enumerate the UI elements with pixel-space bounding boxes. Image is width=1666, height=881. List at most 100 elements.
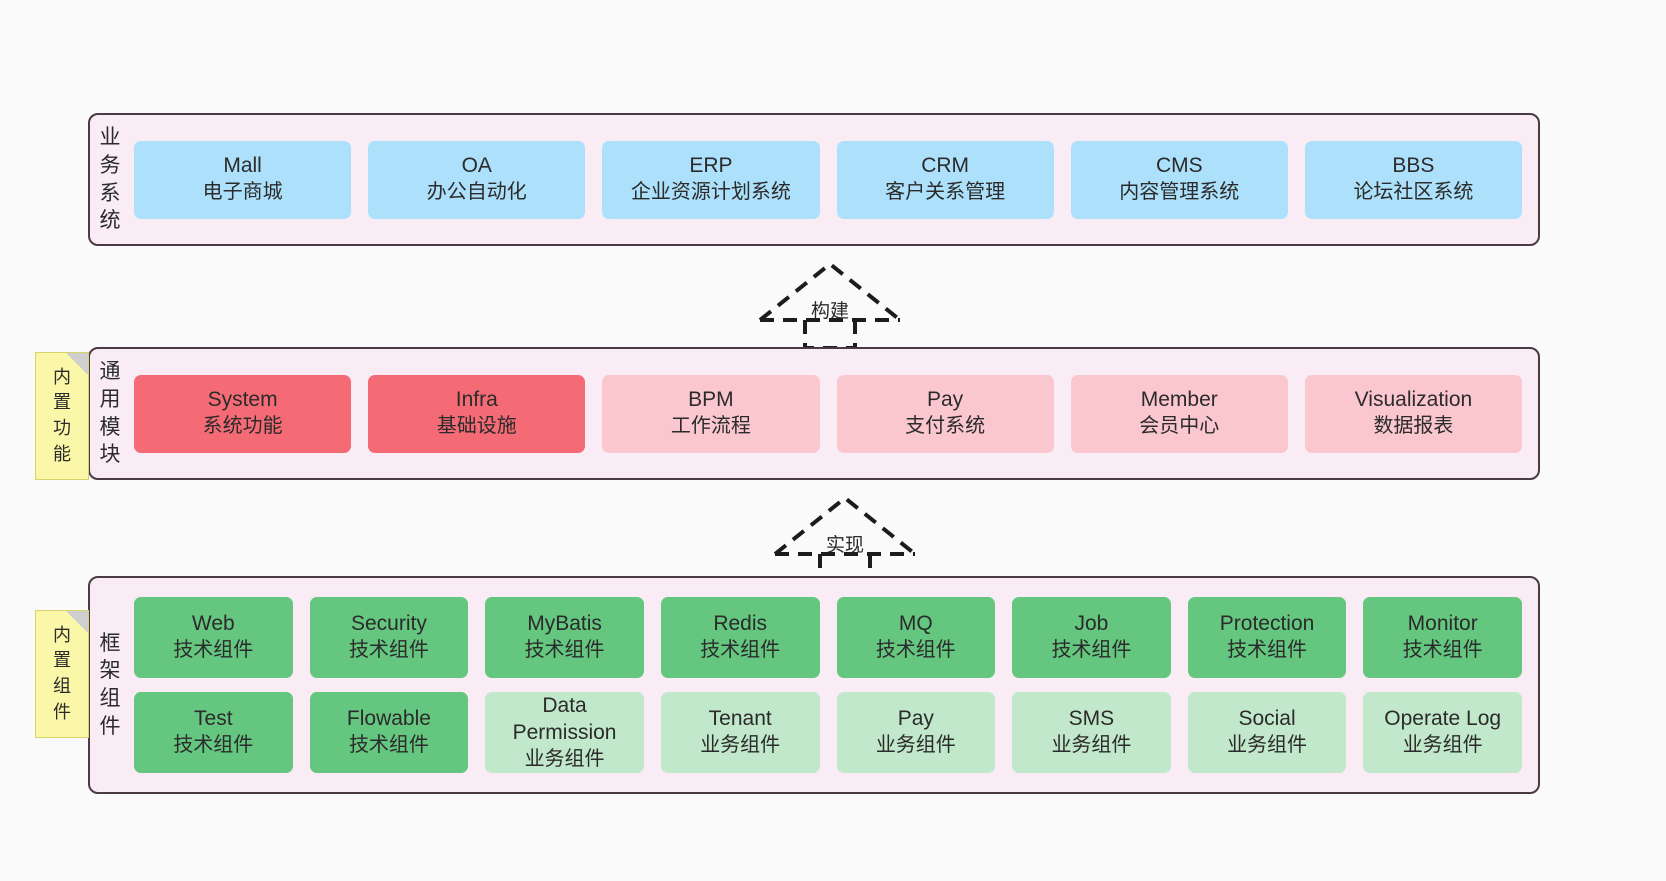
component-name: Job xyxy=(1074,612,1109,636)
component-name: Tenant xyxy=(708,707,772,731)
component-box-social[interactable]: Social 业务组件 xyxy=(1187,692,1347,773)
layer-caption-char: 务 xyxy=(99,153,121,177)
component-box-member[interactable]: Member 会员中心 xyxy=(1070,374,1288,453)
layer-caption-common: 通用模块 xyxy=(90,358,130,469)
component-desc: 支付系统 xyxy=(905,415,986,438)
component-box-security[interactable]: Security 技术组件 xyxy=(309,597,469,678)
layer-caption-char: 组 xyxy=(99,687,121,710)
component-desc: 系统功能 xyxy=(202,415,283,438)
component-name: MyBatis xyxy=(527,612,602,636)
component-desc: 业务组件 xyxy=(1402,734,1483,757)
component-name: Operate Log xyxy=(1384,707,1502,731)
layer-caption-char: 框 xyxy=(99,631,121,655)
component-name: Pay xyxy=(897,707,934,731)
component-desc: 企业资源计划系统 xyxy=(630,181,791,204)
component-desc: 业务组件 xyxy=(1051,734,1132,757)
component-desc: 会员中心 xyxy=(1139,415,1220,438)
layer-caption-char: 架 xyxy=(99,659,121,683)
component-cell: SMS 业务组件 xyxy=(1012,692,1171,773)
component-name: Security xyxy=(351,612,427,636)
note-char: 组 xyxy=(53,676,71,696)
component-desc: 技术组件 xyxy=(348,639,429,662)
component-name: Visualization xyxy=(1354,388,1473,412)
component-cell: Visualization 数据报表 xyxy=(1304,374,1523,453)
layer-caption-char: 件 xyxy=(99,714,121,738)
component-name: Member xyxy=(1140,388,1218,412)
component-name: CMS xyxy=(1155,154,1203,178)
note-char: 置 xyxy=(53,392,71,413)
component-name: Redis xyxy=(713,612,768,636)
component-box-pay[interactable]: Pay 业务组件 xyxy=(836,692,996,773)
component-name: Social xyxy=(1238,707,1296,731)
component-box-job[interactable]: Job 技术组件 xyxy=(1012,597,1171,678)
component-name: Monitor xyxy=(1407,612,1478,636)
uml-arrow-build: 构建 xyxy=(755,258,905,350)
component-box-operate-log[interactable]: Operate Log 业务组件 xyxy=(1363,692,1522,773)
component-box-visualization[interactable]: Visualization 数据报表 xyxy=(1304,374,1523,453)
component-cell: Security 技术组件 xyxy=(309,597,469,678)
note-char: 能 xyxy=(53,443,71,464)
layer-caption-char: 系 xyxy=(99,181,121,205)
component-cell: Operate Log 业务组件 xyxy=(1363,692,1522,773)
component-name: SMS xyxy=(1068,707,1115,731)
component-name: BPM xyxy=(688,388,734,412)
component-name: Data Permission xyxy=(512,693,617,744)
component-name: Web xyxy=(191,612,235,636)
note-fold-icon xyxy=(66,611,88,633)
component-desc: 业务组件 xyxy=(1227,734,1308,757)
component-desc: 技术组件 xyxy=(1051,639,1132,662)
component-box-cms[interactable]: CMS 内容管理系统 xyxy=(1070,140,1288,219)
component-box-sms[interactable]: SMS 业务组件 xyxy=(1012,692,1171,773)
component-name: CRM xyxy=(921,154,970,178)
component-desc: 数据报表 xyxy=(1373,415,1454,438)
layer-caption-char: 块 xyxy=(99,443,121,467)
component-name: BBS xyxy=(1392,154,1435,178)
component-cell: CMS 内容管理系统 xyxy=(1070,140,1288,219)
layer-caption-char: 用 xyxy=(99,387,121,411)
component-desc: 办公自动化 xyxy=(426,181,527,204)
note-char: 件 xyxy=(53,701,71,722)
component-desc: 内容管理系统 xyxy=(1119,181,1240,204)
component-cell: Social 业务组件 xyxy=(1187,692,1347,773)
component-cell: Job 技术组件 xyxy=(1012,597,1171,678)
component-desc: 基础设施 xyxy=(436,415,517,438)
component-desc: 业务组件 xyxy=(875,734,956,757)
